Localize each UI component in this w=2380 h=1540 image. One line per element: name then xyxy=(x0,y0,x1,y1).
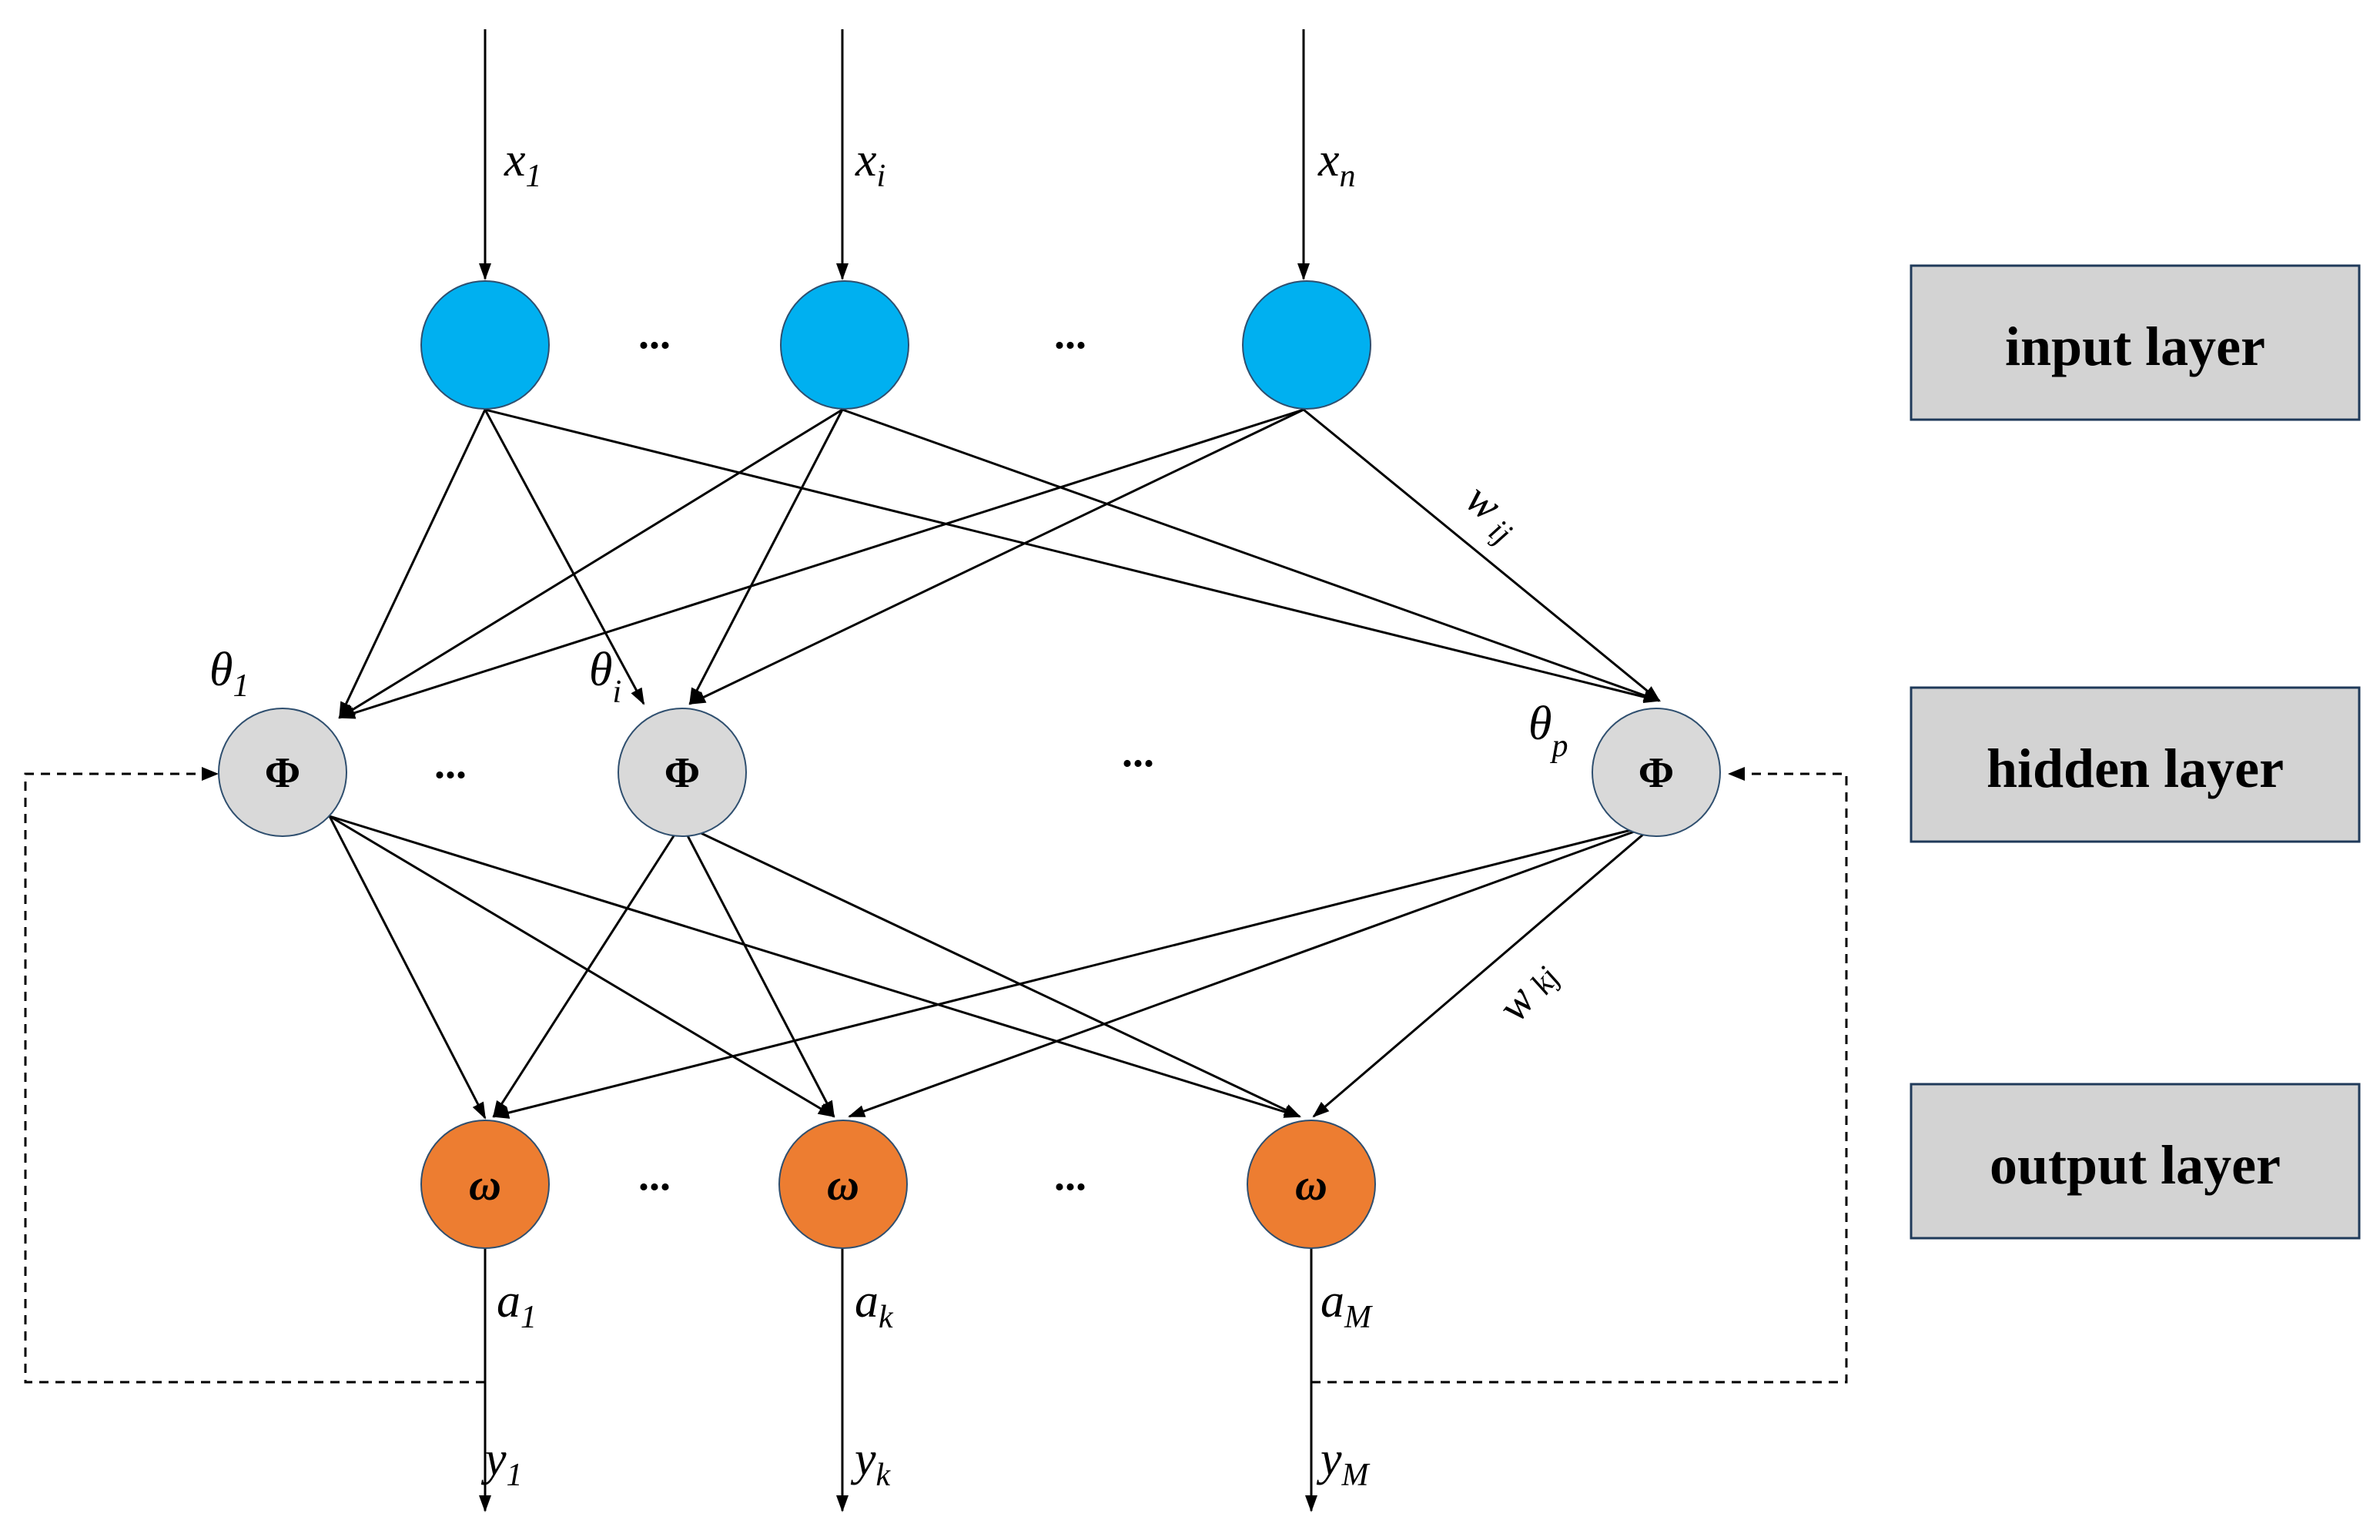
output-label-k: yk xyxy=(850,1433,892,1493)
activation-label-k: ak xyxy=(855,1275,894,1335)
output-layer-label: output layer xyxy=(1990,1134,2281,1196)
edge-h1-oM xyxy=(329,815,1301,1118)
input-label-1: x1 xyxy=(504,134,542,194)
edge-x1-h1 xyxy=(338,409,487,719)
input-node-i xyxy=(780,280,909,410)
output-layer-box xyxy=(1910,1083,2361,1240)
hidden-nodes xyxy=(218,708,1721,837)
output-label-1: y1 xyxy=(480,1433,523,1493)
feedback-arrowhead-left xyxy=(202,767,219,781)
edge-xi-h1 xyxy=(338,408,843,719)
input-labels: x1 xi xn xyxy=(504,134,1356,194)
hidden-output-edges xyxy=(328,815,1656,1120)
output-ellipsis-1: ... xyxy=(638,1152,671,1200)
input-label-i: xi xyxy=(855,134,885,194)
edge-xi-hp xyxy=(842,408,1661,702)
input-nodes xyxy=(420,280,1371,410)
edge-h1-o1 xyxy=(328,815,487,1120)
feedback-loop-right xyxy=(1311,772,1848,1384)
input-node-1 xyxy=(420,280,550,410)
edge-hp-ok xyxy=(848,822,1656,1118)
output-nodes xyxy=(420,1120,1376,1249)
output-node-1 xyxy=(420,1120,550,1249)
input-hidden-edges xyxy=(338,408,1661,719)
hidden-layer-label: hidden layer xyxy=(1987,738,2284,799)
edge-xi-hi xyxy=(688,409,844,705)
edge-xn-h1 xyxy=(338,408,1304,719)
activation-label-M: aM xyxy=(1321,1275,1373,1335)
bias-label-1: θ1 xyxy=(209,644,249,704)
hidden-layer-box xyxy=(1910,686,2361,843)
feedback-loop-left xyxy=(24,772,485,1384)
hidden-ellipsis-1: ... xyxy=(434,740,467,788)
bias-label-i: θi xyxy=(589,644,621,710)
edge-x1-hi xyxy=(484,409,645,705)
hidden-node-i xyxy=(618,708,747,837)
edge-hi-o1 xyxy=(492,823,683,1118)
hidden-symbol-i: Φ xyxy=(664,749,700,797)
output-symbol-1: ω xyxy=(469,1160,501,1210)
layer-legend: input layer hidden layer output layer xyxy=(1910,264,2361,1240)
input-ellipsis-2: ... xyxy=(1054,310,1086,358)
edge-hi-oM xyxy=(681,822,1301,1118)
feedback-loops xyxy=(24,767,1848,1384)
input-layer-label: input layer xyxy=(2005,316,2265,377)
edge-x1-hp xyxy=(484,408,1661,703)
output-node-M xyxy=(1247,1120,1376,1249)
output-ellipsis-2: ... xyxy=(1054,1152,1086,1200)
weight-label-wkj: wkj xyxy=(1487,950,1566,1032)
edge-xn-hi xyxy=(688,408,1304,705)
edge-hi-ok xyxy=(680,823,835,1118)
edge-hp-o1 xyxy=(492,822,1656,1119)
input-ellipsis-1: ... xyxy=(638,310,671,358)
activation-label-1: a1 xyxy=(497,1275,537,1335)
edge-hp-oM xyxy=(1312,822,1656,1118)
output-label-M: yM xyxy=(1316,1433,1371,1493)
hidden-symbol-p: Φ xyxy=(1639,749,1674,797)
input-label-n: xn xyxy=(1317,134,1356,194)
edge-xn-hp xyxy=(1303,408,1661,702)
input-layer-box xyxy=(1910,264,2361,421)
edge-h1-ok xyxy=(329,815,835,1118)
output-symbol-k: ω xyxy=(827,1160,859,1210)
output-arrows xyxy=(479,1247,1317,1512)
hidden-node-p xyxy=(1592,708,1721,837)
output-symbol-M: ω xyxy=(1295,1160,1327,1210)
feedback-arrowhead-right xyxy=(1728,767,1745,781)
hidden-node-1 xyxy=(218,708,347,837)
hidden-ellipsis-2: ... xyxy=(1122,728,1154,776)
output-node-k xyxy=(778,1120,908,1249)
bias-label-p: θp xyxy=(1528,698,1568,764)
hidden-symbol-1: Φ xyxy=(265,749,300,797)
input-node-n xyxy=(1242,280,1371,410)
input-arrows xyxy=(479,29,1310,280)
